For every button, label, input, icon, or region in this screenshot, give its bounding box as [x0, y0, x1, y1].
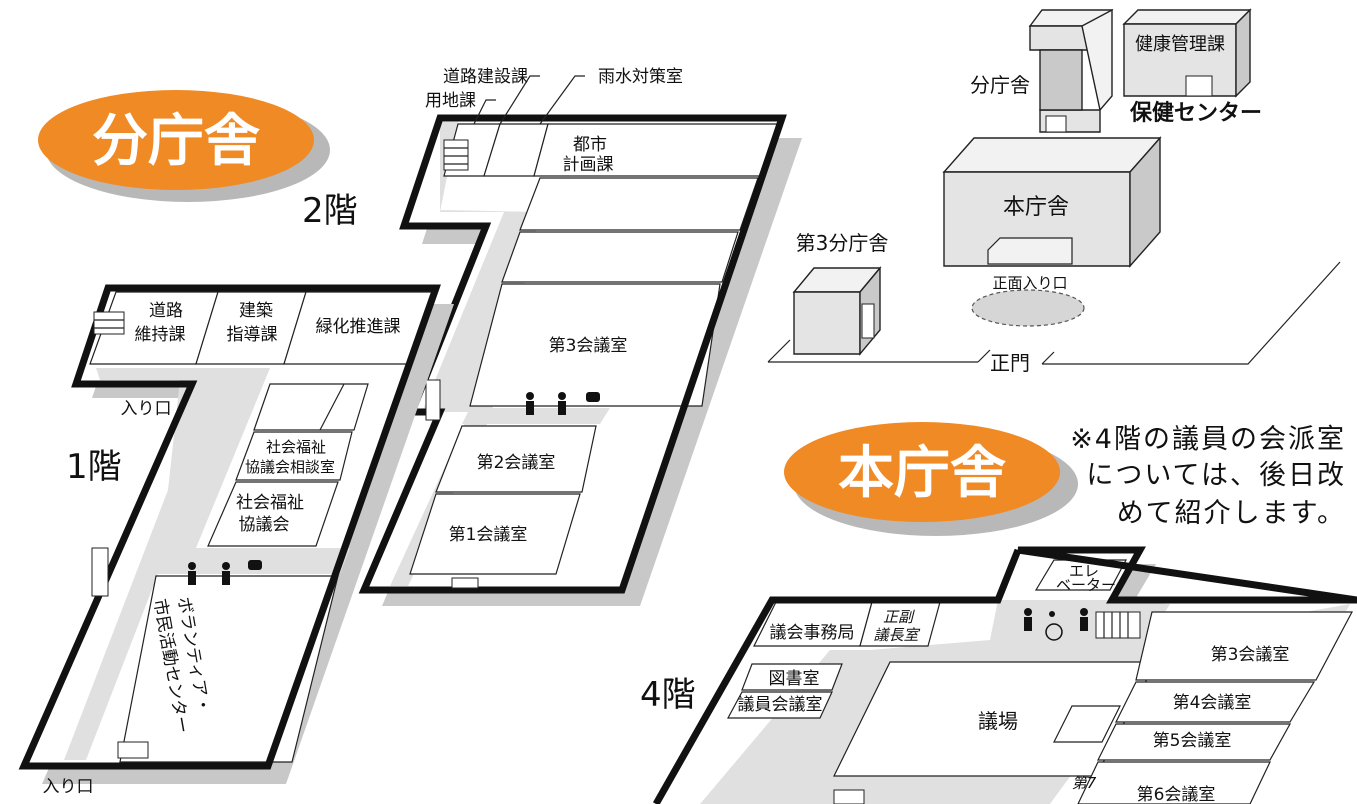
accessible-icon — [1045, 611, 1063, 641]
label-building-2: 指導課 — [227, 325, 278, 345]
floor-label-main-4f: 4階 — [640, 675, 696, 715]
label-swc-2: 協議会 — [239, 515, 290, 535]
label-swc-consult-2: 協議会相談室 — [245, 458, 335, 476]
label-chair-room-1: 正副 — [883, 608, 915, 626]
label-4f-conf3: 第3会議室 — [1211, 645, 1290, 665]
site-label-main-building: 本庁舎 — [1003, 195, 1069, 220]
label-road-construction: 道路建設課 — [443, 67, 528, 87]
site-label-main-entrance: 正面入り口 — [992, 274, 1067, 292]
label-elevator-2: ベーター — [1056, 576, 1116, 594]
label-swc-consult-1: 社会福祉 — [266, 438, 326, 456]
label-road-maint-2: 維持課 — [135, 325, 186, 345]
notice-line-2: については、後日改 — [1086, 460, 1346, 491]
restroom-icon — [526, 392, 600, 415]
site-label-health-center: 保健センター — [1129, 100, 1262, 126]
label-library: 図書室 — [769, 669, 820, 689]
site-label-main-gate: 正門 — [990, 351, 1030, 375]
label-entrance-side: 入り口 — [121, 399, 172, 419]
label-secretariat: 議会事務局 — [770, 623, 855, 643]
main-4f-plan: エレ ベーター 議会事務局 正副 議長室 図書室 議員会議室 議場 第3会議室 … — [652, 546, 1357, 804]
stairs-icon — [91, 311, 149, 759]
label-4f-conf5: 第5会議室 — [1153, 731, 1232, 751]
main-badge: 本庁舎 — [784, 422, 1078, 536]
label-elevator-1: エレ — [1069, 562, 1099, 580]
site-label-health-mgmt: 健康管理課 — [1135, 34, 1225, 55]
annex-1f-plan: 道路 維持課 建築 指導課 緑化推進課 社会福祉 協議会相談室 社会福祉 協議会… — [18, 284, 454, 797]
notice-line-1: ※4階の議員の会派室 — [1070, 424, 1346, 455]
site-label-annex: 分庁舎 — [970, 73, 1030, 97]
label-urban-planning-2: 計画課 — [563, 155, 614, 175]
restroom-icon — [188, 560, 262, 585]
stairs-icon — [425, 139, 479, 589]
annex-2f-plan: 道路建設課 雨水対策室 用地課 都市 計画課 第3会議室 第2会議室 第1会議室 — [358, 67, 802, 606]
label-members-conf: 議員会議室 — [738, 695, 823, 715]
site-label-third-annex: 第3分庁舎 — [796, 231, 889, 255]
label-chair-room-2: 議長室 — [873, 626, 920, 644]
label-2f-conf2: 第2会議室 — [477, 453, 556, 473]
main-badge-text: 本庁舎 — [838, 441, 1006, 506]
annex-badge: 分庁舎 — [38, 90, 330, 202]
label-4f-conf6: 第6会議室 — [1137, 785, 1216, 804]
floor-label-annex-1f: 1階 — [66, 447, 122, 487]
label-4f-conf7: 第7 — [1072, 774, 1097, 792]
label-2f-conf1: 第1会議室 — [449, 525, 528, 545]
label-2f-conf3: 第3会議室 — [549, 336, 628, 356]
floor-label-annex-2f: 2階 — [302, 191, 358, 231]
stairs-icon — [833, 611, 1141, 804]
label-building-1: 建築 — [239, 301, 273, 321]
notice-line-3: めて紹介します。 — [1117, 498, 1346, 529]
notice: ※4階の議員の会派室 については、後日改 めて紹介します。 — [1070, 424, 1346, 529]
label-swc-1: 社会福祉 — [236, 493, 304, 513]
label-urban-planning-1: 都市 — [573, 135, 607, 155]
restroom-icon — [1024, 608, 1088, 631]
site-map: 分庁舎 健康管理課 保健センター 本庁舎 正面入り口 第3分庁舎 正門 — [767, 8, 1341, 375]
label-chamber: 議場 — [978, 709, 1018, 733]
label-4f-conf4: 第4会議室 — [1173, 693, 1252, 713]
label-greening: 緑化推進課 — [316, 317, 401, 337]
label-entrance-bottom: 入り口 — [43, 777, 94, 797]
label-stormwater: 雨水対策室 — [598, 67, 683, 87]
label-land: 用地課 — [425, 91, 476, 111]
annex-badge-text: 分庁舎 — [92, 109, 260, 174]
label-road-maint-1: 道路 — [149, 301, 183, 321]
